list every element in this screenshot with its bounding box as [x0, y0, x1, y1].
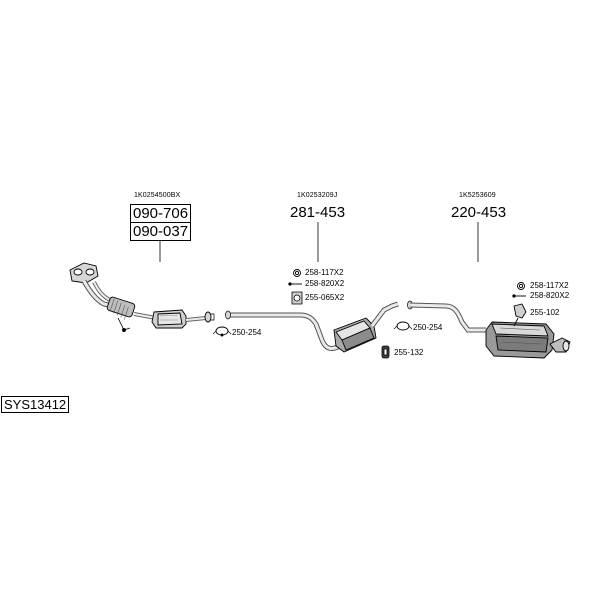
middle-section-ref: 1K0253209J — [297, 192, 338, 199]
mid-ring-label[interactable]: 258-117X2 — [305, 268, 344, 277]
mid-rubber-label[interactable]: 255-132 — [394, 348, 424, 357]
rear-hanger-label[interactable]: 255-102 — [530, 308, 560, 317]
rear-section-ref: 1K5253609 — [459, 192, 496, 199]
front-clamp-label[interactable]: 250-254 — [232, 328, 262, 337]
system-code-badge: SYS13412 — [1, 396, 70, 413]
mid-bolt-icon — [288, 282, 302, 286]
rear-ring-label[interactable]: 258-117X2 — [530, 281, 569, 290]
mid-hanger-label[interactable]: 255-065X2 — [305, 293, 345, 302]
rear-hanger-icon — [513, 303, 527, 327]
mid-ring-icon — [293, 269, 301, 277]
mid-rubber-icon — [381, 345, 390, 359]
front-pipe-catalyst — [69, 262, 215, 332]
rear-ring-icon — [517, 282, 525, 290]
front-part-number-2[interactable]: 090-037 — [130, 222, 192, 241]
middle-part-number[interactable]: 281-453 — [290, 204, 346, 221]
middle-muffler — [333, 301, 399, 353]
rear-bolt-icon — [512, 294, 526, 298]
rear-bolt-label[interactable]: 258-820X2 — [530, 291, 570, 300]
rear-muffler — [485, 321, 571, 359]
front-section-ref: 1K0254500BX — [134, 192, 181, 199]
mid-bolt-label[interactable]: 258-820X2 — [305, 279, 345, 288]
mid-clamp-icon — [393, 321, 413, 331]
front-part-number-1[interactable]: 090-706 — [130, 204, 192, 223]
front-clamp-icon — [212, 326, 232, 337]
rear-pipe — [407, 300, 486, 333]
mid-hanger-icon — [291, 291, 303, 305]
rear-part-number[interactable]: 220-453 — [451, 204, 507, 221]
mid-clamp-label[interactable]: 250-254 — [413, 323, 443, 332]
